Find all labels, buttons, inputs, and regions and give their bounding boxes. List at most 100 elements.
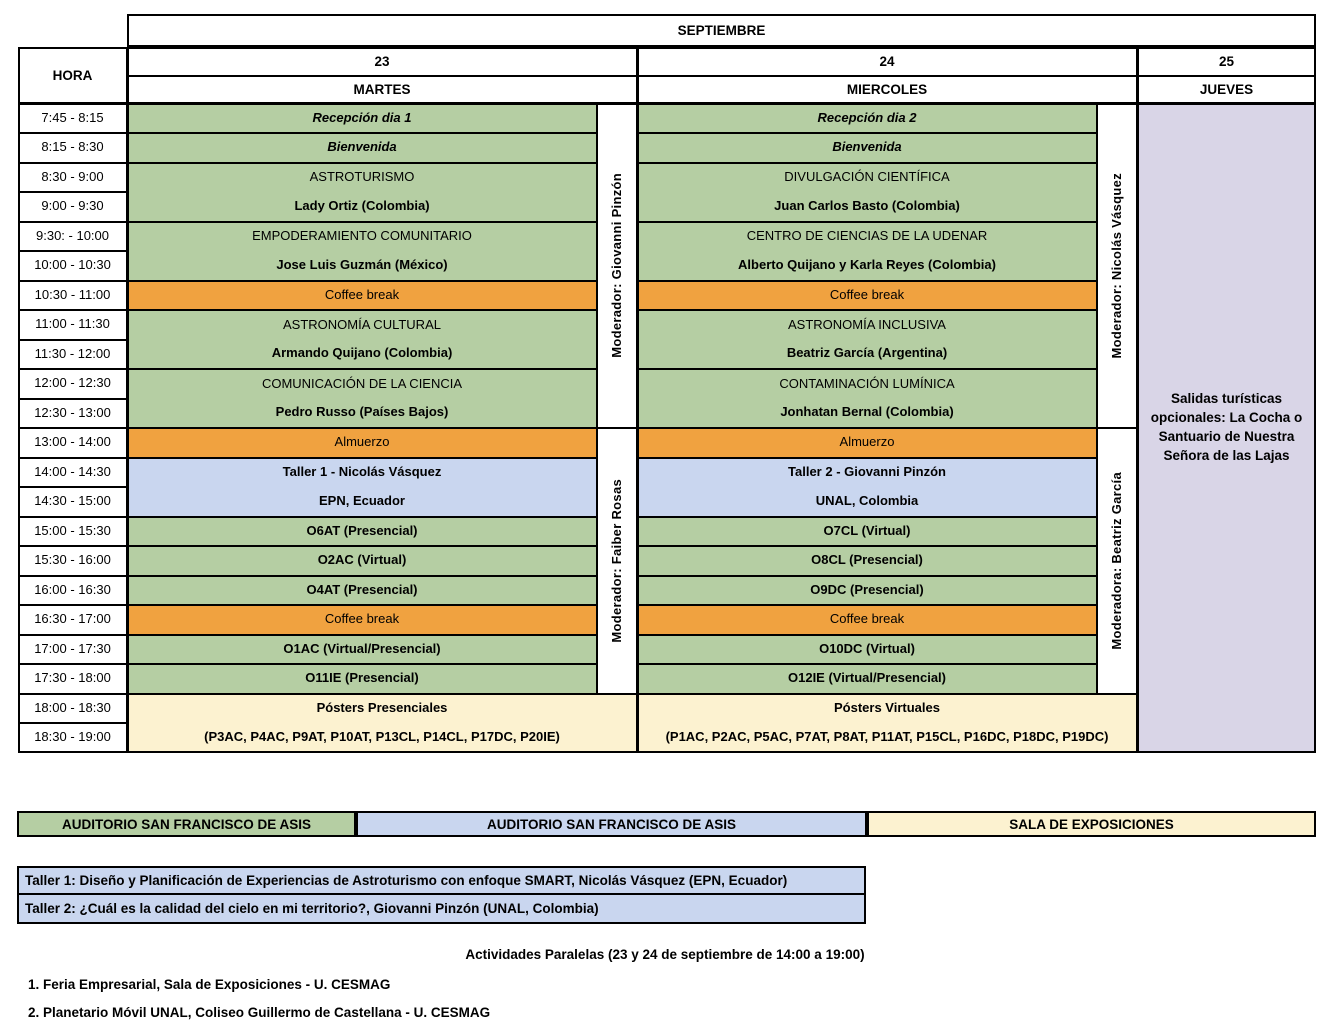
- month-label: SEPTIEMBRE: [677, 22, 766, 38]
- time-label: 10:00 - 10:30: [34, 257, 111, 273]
- hora-label: HORA: [52, 67, 93, 83]
- tuesday-talk-cell: O11IE (Presencial): [127, 664, 597, 694]
- moderator-label: Moderador: Giovanni Pinzón: [608, 173, 624, 359]
- moderator-strip-tuesday-pm: Moderador: Faiber Rosas: [597, 428, 637, 694]
- thursday-tour-text: Salidas turísticas opcionales: La Cocha …: [1150, 391, 1303, 463]
- time-cell: 18:00 - 18:30: [18, 693, 127, 723]
- time-cell: 10:00 - 10:30: [18, 251, 127, 281]
- time-cell: 16:00 - 16:30: [18, 575, 127, 605]
- wednesday-talk-cell: O12IE (Virtual/Presencial): [637, 664, 1097, 694]
- cell-text: O1AC (Virtual/Presencial): [283, 640, 441, 656]
- cell-text: CONTAMINACIÓN LUMÍNICA: [779, 375, 955, 391]
- time-cell: 14:00 - 14:30: [18, 457, 127, 487]
- wednesday-talk-cell: O9DC (Presencial): [637, 575, 1097, 605]
- time-label: 16:00 - 16:30: [34, 581, 111, 597]
- wednesday-break-cell: Almuerzo: [637, 428, 1097, 458]
- time-label: 11:30 - 12:00: [34, 345, 111, 361]
- time-label: 15:00 - 15:30: [34, 522, 111, 538]
- moderator-label: Moderadora: Beatriz García: [1108, 471, 1124, 650]
- moderator-label: Moderador: Faiber Rosas: [608, 478, 624, 643]
- cell-text: Bienvenida: [832, 139, 902, 155]
- cell-text: EMPODERAMIENTO COMUNITARIO: [252, 228, 472, 244]
- cell-text: Almuerzo: [334, 434, 390, 450]
- legend-auditorio-blue: AUDITORIO SAN FRANCISCO DE ASIS: [356, 811, 867, 837]
- cell-text: O7CL (Virtual): [823, 522, 911, 538]
- cell-text: EPN, Ecuador: [319, 492, 405, 508]
- cell-text: O4AT (Presencial): [306, 581, 418, 597]
- time-label: 12:30 - 13:00: [34, 404, 111, 420]
- time-cell: 9:30: - 10:00: [18, 221, 127, 251]
- cell-text: Taller 2 - Giovanni Pinzón: [788, 464, 946, 480]
- day-header-jueves: JUEVES: [1137, 75, 1316, 104]
- hora-header: HORA: [18, 47, 127, 104]
- cell-text: Alberto Quijano y Karla Reyes (Colombia): [738, 256, 996, 272]
- legend-sala-exposiciones: SALA DE EXPOSICIONES: [867, 811, 1316, 837]
- cell-text: (P3AC, P4AC, P9AT, P10AT, P13CL, P14CL, …: [204, 728, 560, 744]
- tuesday-talk-cell: O2AC (Virtual): [127, 546, 597, 576]
- time-cell: 18:30 - 19:00: [18, 723, 127, 753]
- time-label: 17:00 - 17:30: [34, 640, 111, 656]
- time-cell: 8:15 - 8:30: [18, 133, 127, 163]
- legend-label: AUDITORIO SAN FRANCISCO DE ASIS: [61, 816, 312, 832]
- cell-text: Pósters Virtuales: [834, 700, 940, 716]
- wednesday-posters-cell: Pósters Virtuales(P1AC, P2AC, P5AC, P7AT…: [637, 693, 1137, 753]
- tuesday-pair-cell: ASTROTURISMO Lady Ortiz (Colombia): [127, 162, 597, 222]
- cell-text: O10DC (Virtual): [819, 640, 915, 656]
- tuesday-break-cell: Coffee break: [127, 280, 597, 310]
- wednesday-welcome-cell: Bienvenida: [637, 133, 1097, 163]
- cell-text: ASTROTURISMO: [309, 169, 415, 185]
- tuesday-welcome-cell: Bienvenida: [127, 133, 597, 163]
- wednesday-break-cell: Coffee break: [637, 280, 1097, 310]
- cell-text: Coffee break: [829, 611, 905, 627]
- day-header-miercoles: MIERCOLES: [637, 75, 1137, 104]
- cell-text: Almuerzo: [839, 434, 895, 450]
- thursday-tour-cell: Salidas turísticas opcionales: La Cocha …: [1137, 103, 1316, 753]
- tuesday-welcome-cell: Recepción dia 1: [127, 103, 597, 133]
- date-label: 23: [374, 53, 390, 69]
- time-cell: 16:30 - 17:00: [18, 605, 127, 635]
- date-label: 25: [1218, 53, 1235, 69]
- cell-text: O2AC (Virtual): [317, 552, 407, 568]
- cell-text: DIVULGACIÓN CIENTÍFICA: [784, 169, 950, 185]
- time-label: 18:30 - 19:00: [34, 729, 111, 745]
- wednesday-welcome-cell: Recepción dia 2: [637, 103, 1097, 133]
- time-cell: 11:30 - 12:00: [18, 339, 127, 369]
- time-label: 8:15 - 8:30: [41, 139, 104, 155]
- legend-label: SALA DE EXPOSICIONES: [1009, 816, 1174, 832]
- time-label: 9:00 - 9:30: [41, 198, 104, 214]
- workshop-2-description: Taller 2: ¿Cuál es la calidad del cielo …: [25, 901, 599, 916]
- tuesday-break-cell: Coffee break: [127, 605, 597, 635]
- cell-text: Coffee break: [829, 286, 905, 302]
- cell-text: COMUNICACIÓN DE LA CIENCIA: [261, 375, 463, 391]
- time-cell: 9:00 - 9:30: [18, 192, 127, 222]
- cell-text: Jonhatan Bernal (Colombia): [780, 404, 954, 420]
- time-label: 13:00 - 14:00: [34, 434, 111, 450]
- time-cell: 17:30 - 18:00: [18, 664, 127, 694]
- cell-text: Recepción dia 1: [312, 109, 412, 125]
- time-cell: 17:00 - 17:30: [18, 634, 127, 664]
- wednesday-talk-cell: O7CL (Virtual): [637, 516, 1097, 546]
- time-label: 14:00 - 14:30: [34, 463, 111, 479]
- moderator-strip-wednesday-am: Moderador: Nicolás Vásquez: [1097, 103, 1137, 428]
- cell-text: Lady Ortiz (Colombia): [294, 197, 430, 213]
- time-cell: 15:00 - 15:30: [18, 516, 127, 546]
- tuesday-talk-cell: O4AT (Presencial): [127, 575, 597, 605]
- cell-text: UNAL, Colombia: [815, 492, 919, 508]
- time-label: 16:30 - 17:00: [34, 611, 111, 627]
- time-cell: 14:30 - 15:00: [18, 487, 127, 517]
- time-cell: 13:00 - 14:00: [18, 428, 127, 458]
- time-cell: 8:30 - 9:00: [18, 162, 127, 192]
- time-label: 11:00 - 11:30: [35, 316, 110, 332]
- cell-text: ASTRONOMÍA CULTURAL: [283, 316, 441, 332]
- moderator-strip-wednesday-pm: Moderadora: Beatriz García: [1097, 428, 1137, 694]
- cell-text: O8CL (Presencial): [811, 552, 923, 568]
- date-header-25: 25: [1137, 47, 1316, 76]
- time-label: 10:30 - 11:00: [34, 286, 111, 302]
- tuesday-posters-cell: Pósters Presenciales(P3AC, P4AC, P9AT, P…: [127, 693, 637, 753]
- date-label: 24: [879, 53, 895, 69]
